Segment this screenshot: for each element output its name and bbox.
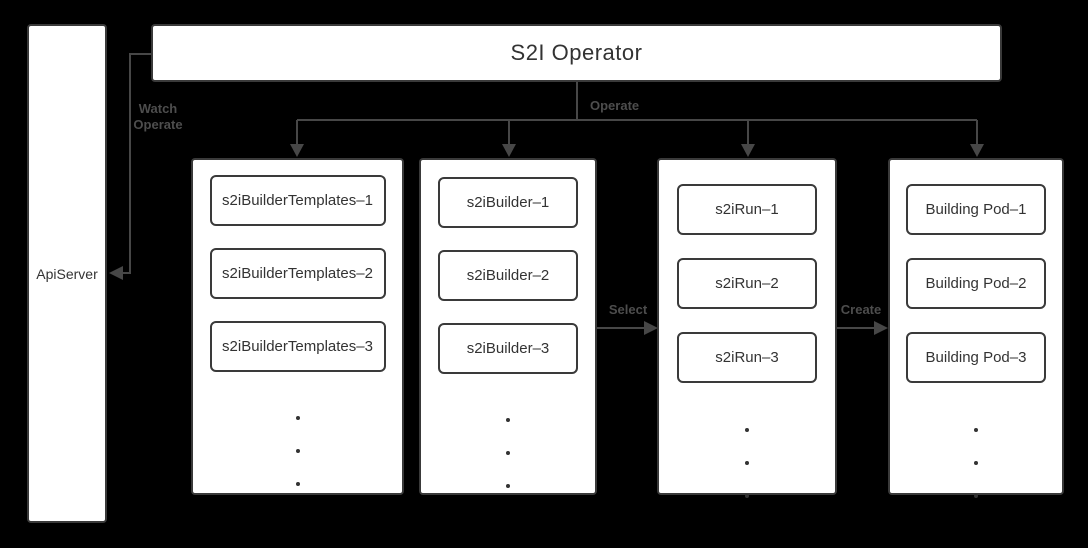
select-label: Select <box>608 302 648 317</box>
node-label: s2iBuilder–3 <box>466 339 550 357</box>
node-label: s2iBuilder–1 <box>466 193 550 211</box>
watch-operate-arrowhead <box>109 266 123 280</box>
column-s2ibuilder: s2iBuilder–1 s2iBuilder–2 s2iBuilder–3 <box>419 158 597 495</box>
ellipsis-dots <box>745 428 749 527</box>
node-s2ibuilder-3: s2iBuilder–3 <box>438 323 578 374</box>
ellipsis-dot <box>295 482 300 486</box>
s2i-operator-title: S2I Operator <box>510 40 643 65</box>
ellipsis-dot <box>745 428 749 432</box>
node-s2ibuildertemplates-3: s2iBuilderTemplates–3 <box>209 321 386 372</box>
node-label: Building Pod–3 <box>925 348 1027 366</box>
drop-arrowhead-templates <box>290 144 304 157</box>
select-arrowhead <box>644 321 658 335</box>
ellipsis-dot <box>295 416 300 420</box>
create-arrowhead <box>874 321 888 335</box>
column-building-pod: Building Pod–1 Building Pod–2 Building P… <box>888 158 1064 498</box>
create-label: Create <box>840 302 882 317</box>
apiserver-box: ApiServer <box>27 24 107 523</box>
drop-arrowhead-builder <box>502 144 516 157</box>
ellipsis-dots <box>974 428 978 527</box>
ellipsis-dots <box>295 416 300 515</box>
drop-arrowhead-run <box>741 144 755 157</box>
node-label: Building Pod–2 <box>925 274 1027 292</box>
drop-arrowhead-pod <box>970 144 984 157</box>
node-building-pod-2: Building Pod–2 <box>906 258 1046 309</box>
node-s2ibuilder-2: s2iBuilder–2 <box>438 250 578 301</box>
operate-label: Operate <box>590 98 640 113</box>
node-s2ibuildertemplates-1: s2iBuilderTemplates–1 <box>209 175 386 226</box>
watch-operate-label-line1: Watch <box>138 101 178 116</box>
node-label: Building Pod–1 <box>925 200 1027 218</box>
ellipsis-dot <box>745 494 749 498</box>
node-label: s2iRun–3 <box>715 348 779 366</box>
node-s2irun-2: s2iRun–2 <box>677 258 817 309</box>
apiserver-label: ApiServer <box>36 265 98 282</box>
node-s2irun-1: s2iRun–1 <box>677 184 817 235</box>
ellipsis-dot <box>506 451 510 455</box>
ellipsis-dot <box>295 449 300 453</box>
column-s2irun: s2iRun–1 s2iRun–2 s2iRun–3 <box>657 158 837 498</box>
watch-operate-label-line2: Operate <box>133 117 183 132</box>
node-label: s2iBuilderTemplates–1 <box>222 191 373 209</box>
s2i-operator-box: S2I Operator <box>151 24 1002 82</box>
ellipsis-dot <box>974 461 978 465</box>
ellipsis-dots <box>506 418 510 517</box>
node-s2irun-3: s2iRun–3 <box>677 332 817 383</box>
node-building-pod-1: Building Pod–1 <box>906 184 1046 235</box>
column-s2ibuildertemplates: s2iBuilderTemplates–1 s2iBuilderTemplate… <box>191 158 404 495</box>
node-label: s2iBuilder–2 <box>466 266 550 284</box>
ellipsis-dot <box>745 461 749 465</box>
node-label: s2iBuilderTemplates–3 <box>222 337 373 355</box>
watch-operate-wire <box>122 53 151 274</box>
ellipsis-dot <box>506 484 510 488</box>
ellipsis-dot <box>974 494 978 498</box>
ellipsis-dot <box>506 418 510 422</box>
node-label: s2iRun–2 <box>715 274 779 292</box>
node-label: s2iRun–1 <box>715 200 779 218</box>
ellipsis-dot <box>974 428 978 432</box>
node-label: s2iBuilderTemplates–2 <box>222 264 373 282</box>
node-s2ibuilder-1: s2iBuilder–1 <box>438 177 578 228</box>
node-s2ibuildertemplates-2: s2iBuilderTemplates–2 <box>209 248 386 299</box>
watch-operate-label: Watch Operate <box>126 101 190 133</box>
node-building-pod-3: Building Pod–3 <box>906 332 1046 383</box>
